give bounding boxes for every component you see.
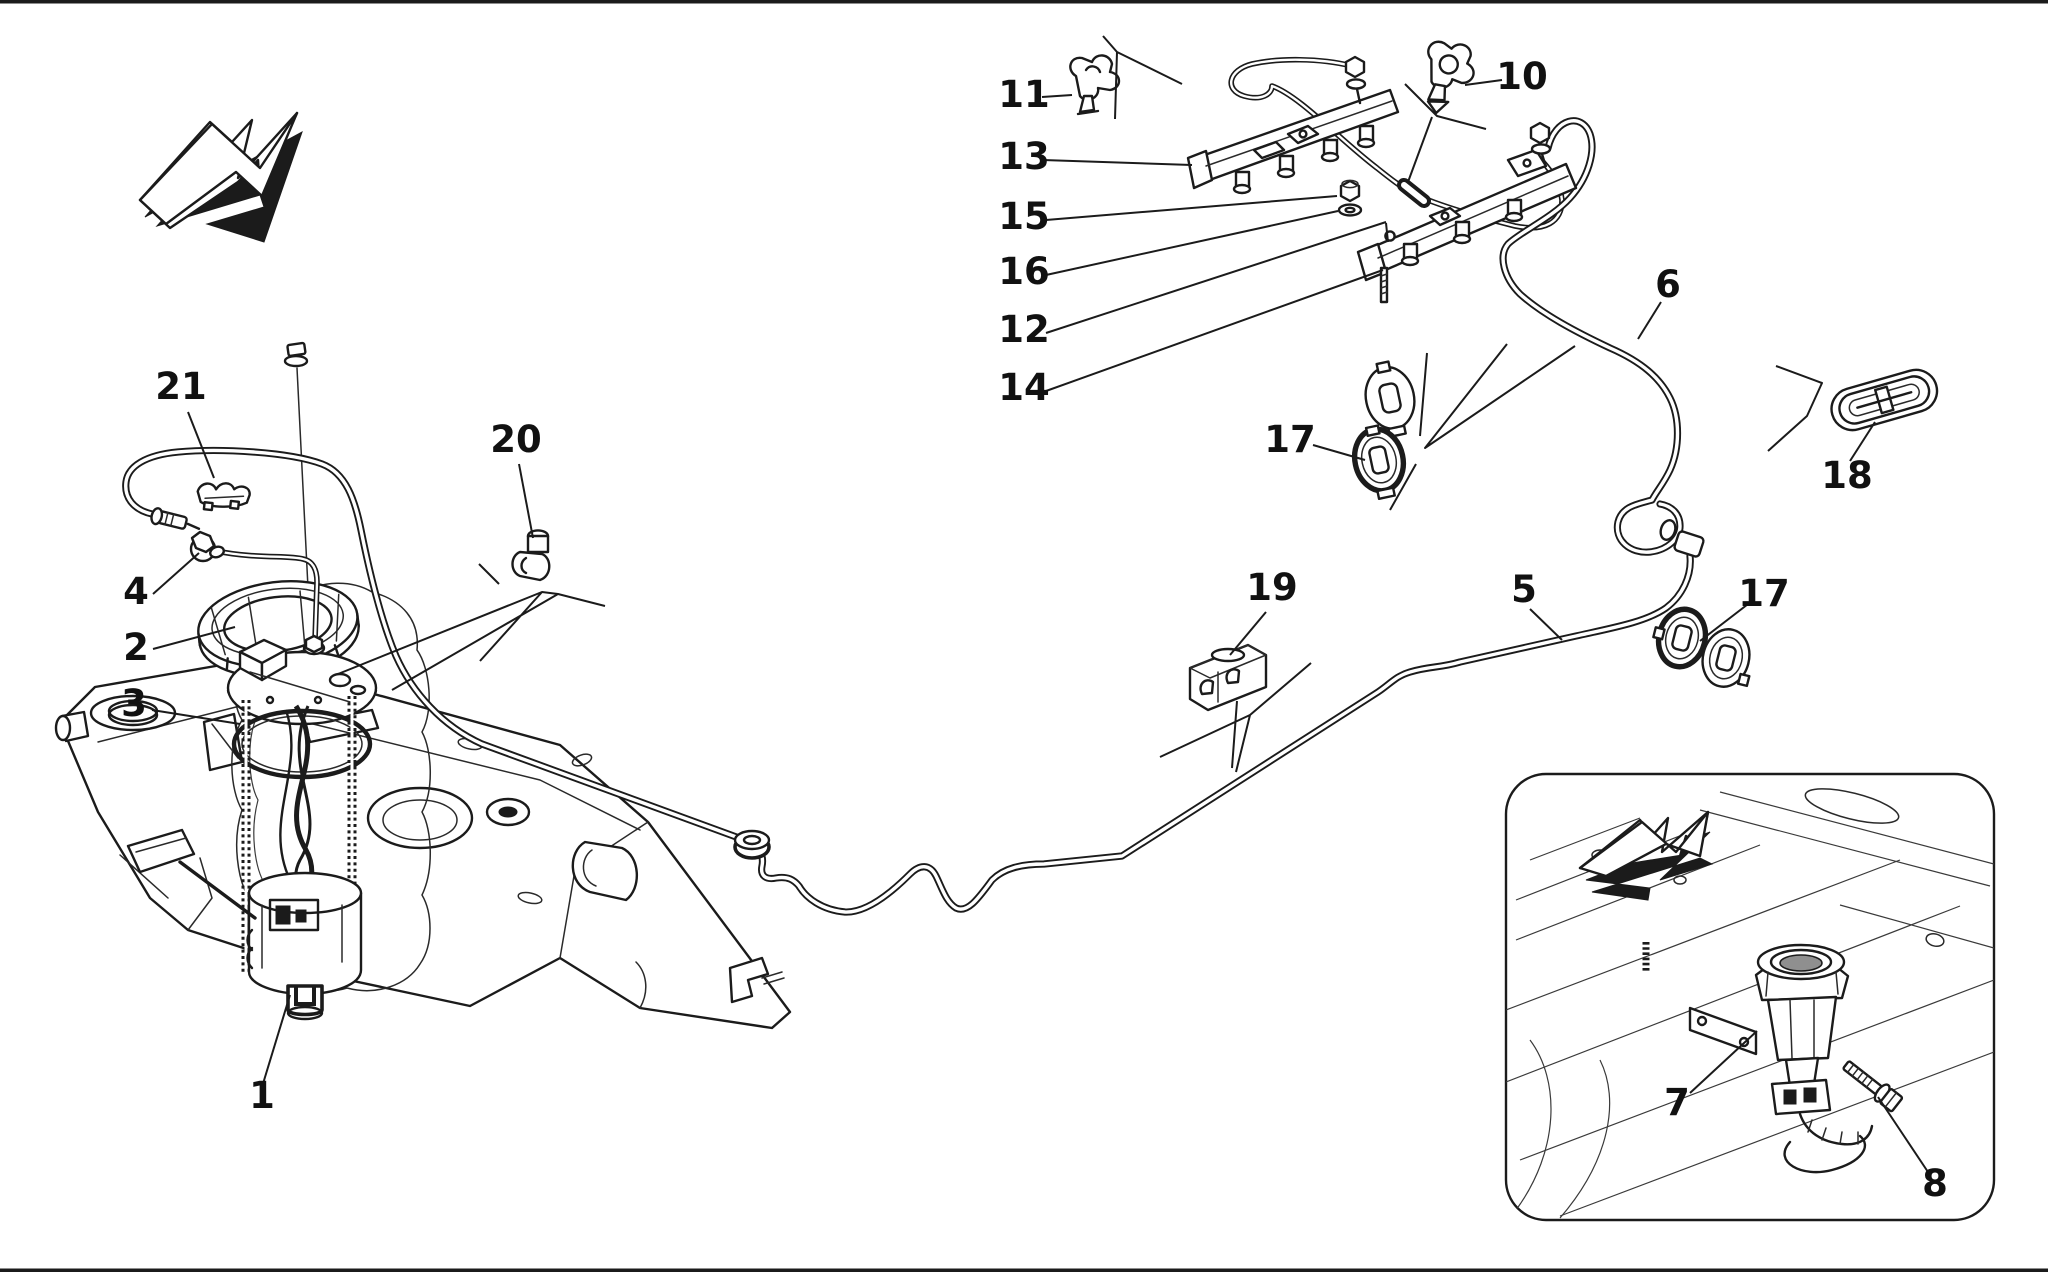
- vent-valve: [1754, 943, 1874, 1174]
- bolt: [1842, 1060, 1904, 1113]
- part-leader-12: [1045, 221, 1387, 334]
- part-leader-6: [1637, 301, 1662, 340]
- float-arm: [126, 828, 257, 920]
- part-leader-8: [1877, 1096, 1929, 1173]
- fuel-rail-left: [1186, 88, 1400, 195]
- grommet-pair-left: [1351, 360, 1416, 501]
- tank-clamp: [571, 840, 639, 902]
- part-label-11: 11: [998, 73, 1050, 116]
- pipe-clip-11: [1069, 54, 1121, 116]
- nut-and-washer: [1337, 179, 1363, 217]
- part-label-8: 8: [1922, 1162, 1948, 1205]
- part-label-18: 18: [1821, 454, 1873, 497]
- part-leader-1: [261, 994, 291, 1088]
- tank-end-bracket: [728, 956, 770, 1004]
- pipe-clip-10: [1426, 40, 1475, 115]
- part-leader-13: [1042, 159, 1193, 166]
- part-label-15: 15: [998, 195, 1050, 238]
- part-leader-3: [151, 709, 241, 725]
- part-leader-11: [1041, 94, 1073, 98]
- mounting-stud: [1379, 266, 1389, 304]
- part-label-1: 1: [249, 1074, 275, 1117]
- banjo-fitting-right: [1529, 121, 1552, 166]
- part-label-7: 7: [1664, 1081, 1690, 1124]
- part-leader-18: [1849, 421, 1876, 462]
- inset-detail-box: [1504, 772, 1996, 1222]
- part-label-12: 12: [998, 308, 1050, 351]
- part-label-17: 17: [1738, 572, 1790, 615]
- page-top-edge: [0, 0, 2048, 4]
- banjo-fitting-left: [1344, 55, 1367, 105]
- part-leader-20: [518, 463, 534, 539]
- part-leader-10: [1464, 79, 1503, 86]
- part-label-17: 17: [1264, 418, 1316, 461]
- part-label-10: 10: [1496, 55, 1548, 98]
- pipe-clip-21: [196, 482, 251, 512]
- fuel-rail-right: [1356, 148, 1578, 304]
- injector-ports: [1232, 124, 1376, 195]
- part-leader-19: [1229, 611, 1267, 656]
- inset-direction-arrow-icon: [1578, 810, 1714, 901]
- banjo-bolt-icon: [283, 341, 309, 368]
- part-leader-14: [1045, 269, 1384, 392]
- part-label-16: 16: [998, 250, 1050, 293]
- part-leader-17: [1312, 444, 1366, 461]
- fuel-pump-canister: [246, 871, 363, 1021]
- part-label-20: 20: [490, 418, 542, 461]
- part-label-19: 19: [1246, 566, 1298, 609]
- pump-flange: [226, 638, 378, 726]
- part-label-14: 14: [998, 366, 1050, 409]
- part-label-21: 21: [155, 365, 207, 408]
- part-label-4: 4: [123, 570, 149, 613]
- part-leader-2: [152, 626, 236, 650]
- part-leader-17: [1699, 600, 1753, 642]
- pipe-clip-20: [511, 529, 551, 582]
- fuel-tank: [54, 582, 792, 1030]
- inset-content: [1506, 788, 1994, 1219]
- part-label-6: 6: [1655, 263, 1681, 306]
- rail-tab: [1286, 124, 1320, 145]
- tank-recess: [366, 786, 474, 850]
- rail-bracket: [1506, 148, 1548, 178]
- hose-union-fitting: [1659, 519, 1705, 558]
- pipe-grommet: [733, 829, 771, 860]
- elbow-valve: [189, 530, 225, 563]
- direction-arrow-icon: [138, 111, 303, 243]
- part-label-3: 3: [121, 682, 147, 725]
- double-pipe-clip-19: [1188, 643, 1268, 712]
- part-leader-7: [1689, 1030, 1758, 1094]
- injector-ports: [1400, 198, 1524, 267]
- oval-cover: [1830, 368, 1939, 432]
- grommet-pair-right: [1652, 606, 1751, 688]
- rail-tab: [1428, 206, 1462, 227]
- pipe-union: [150, 507, 201, 530]
- callout-brackets: [337, 35, 1823, 773]
- part-label-13: 13: [998, 135, 1050, 178]
- part-leader-21: [187, 411, 215, 479]
- part-leader-4: [152, 552, 200, 595]
- part-label-2: 2: [123, 626, 149, 669]
- part-label-5: 5: [1511, 568, 1537, 611]
- flange-fitting: [302, 634, 326, 656]
- part-leader-5: [1529, 608, 1563, 641]
- page-bottom-edge: [0, 1268, 2048, 1272]
- part-leader-15: [1045, 195, 1338, 221]
- part-leader-16: [1045, 210, 1339, 276]
